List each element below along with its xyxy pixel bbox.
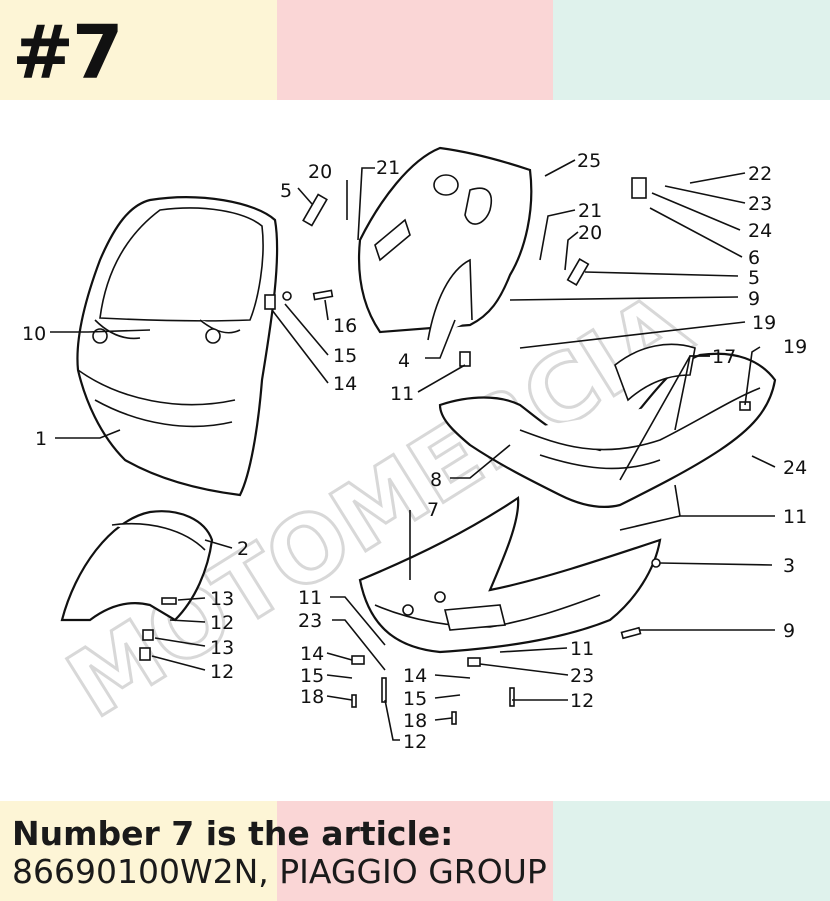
callout-9: 9 [783, 620, 795, 642]
page-title: #7 [12, 10, 123, 96]
callout-8: 8 [430, 469, 442, 491]
callout-13: 13 [210, 637, 234, 659]
callout-23: 23 [748, 193, 772, 215]
callout-21: 21 [578, 200, 602, 222]
callout-24: 24 [783, 457, 807, 479]
caption-article-code: 86690100W2N, PIAGGIO GROUP [12, 852, 547, 891]
callout-18: 18 [403, 710, 427, 732]
callout-19: 19 [752, 312, 776, 334]
callout-21: 21 [376, 157, 400, 179]
callout-4: 4 [398, 350, 410, 372]
callout-11: 11 [783, 506, 807, 528]
callout-14: 14 [300, 643, 324, 665]
callout-22: 22 [748, 163, 772, 185]
callout-12: 12 [210, 612, 234, 634]
caption-article-heading: Number 7 is the article: [12, 814, 454, 853]
part-mudguard [60, 510, 214, 622]
callout-16: 16 [333, 315, 357, 337]
callout-12: 12 [210, 661, 234, 683]
callout-11: 11 [390, 383, 414, 405]
callout-11: 11 [298, 587, 322, 609]
callout-10: 10 [22, 323, 46, 345]
callout-20: 20 [578, 222, 602, 244]
callout-23: 23 [570, 665, 594, 687]
callout-5: 5 [280, 180, 292, 202]
callout-19: 19 [783, 336, 807, 358]
callout-3: 3 [783, 555, 795, 577]
callout-11: 11 [570, 638, 594, 660]
callout-18: 18 [300, 686, 324, 708]
part-front-shield [76, 196, 279, 497]
callout-23: 23 [298, 610, 322, 632]
leader-lines [50, 159, 776, 741]
part-leg-shield [358, 146, 533, 341]
band-mint [553, 0, 830, 100]
small-parts [139, 177, 751, 725]
callout-25: 25 [577, 150, 601, 172]
parts-diagram: MOTOMERCIA [22, 146, 807, 753]
callout-12: 12 [403, 731, 427, 753]
callout-5: 5 [748, 267, 760, 289]
band-pink [277, 801, 553, 901]
callout-15: 15 [300, 665, 324, 687]
callout-14: 14 [403, 665, 427, 687]
callout-17: 17 [712, 346, 736, 368]
callout-1: 1 [35, 428, 47, 450]
callout-24: 24 [748, 220, 772, 242]
callout-14: 14 [333, 373, 357, 395]
callout-15: 15 [333, 345, 357, 367]
band-yellow [0, 801, 277, 901]
callout-6: 6 [748, 247, 760, 269]
callout-13: 13 [210, 588, 234, 610]
callout-12: 12 [570, 690, 594, 712]
callout-labels: 25 22 23 24 6 20 21 5 21 20 5 9 16 15 14… [22, 150, 807, 753]
callout-20: 20 [308, 161, 332, 183]
header-band [0, 0, 830, 100]
band-yellow [0, 0, 277, 100]
callout-15: 15 [403, 688, 427, 710]
callout-9: 9 [748, 288, 760, 310]
part-footboard [438, 343, 777, 509]
part-lower-cover [358, 496, 662, 654]
band-pink [277, 0, 553, 100]
callout-2: 2 [237, 538, 249, 560]
band-mint [553, 801, 830, 901]
footer-band [0, 801, 830, 901]
callout-7: 7 [427, 499, 439, 521]
